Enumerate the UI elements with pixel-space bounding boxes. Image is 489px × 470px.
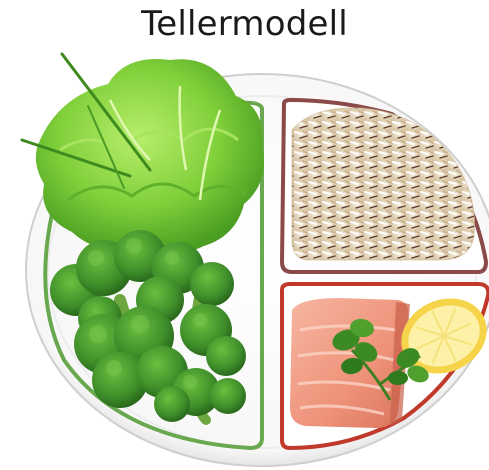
rice-icon [292, 108, 475, 260]
